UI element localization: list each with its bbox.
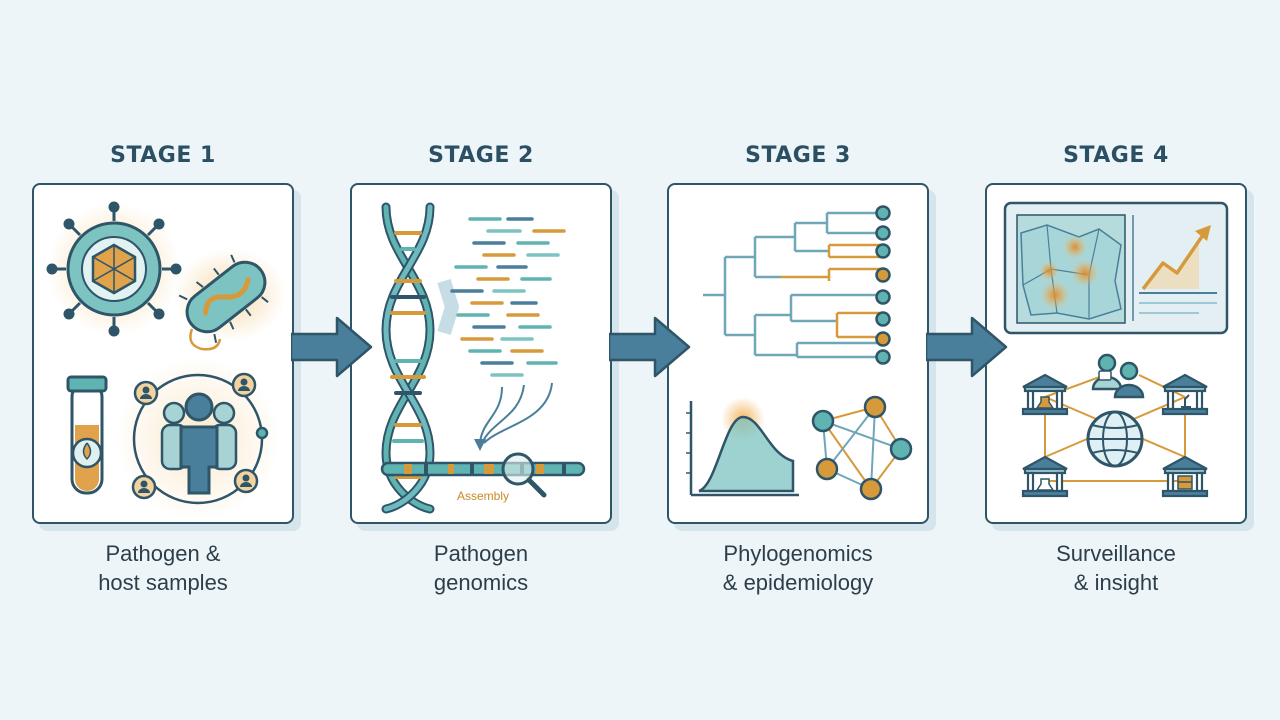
virus-icon (46, 201, 182, 337)
institution-icon (1161, 455, 1209, 498)
stage-1-caption: Pathogen & host samples (32, 539, 294, 597)
assembly-arrows-icon (474, 382, 553, 451)
phylogenetic-tree-icon (703, 211, 881, 359)
globe-icon (1086, 410, 1144, 468)
stage-4-caption-line2: & insight (1073, 570, 1159, 595)
genome-assembly-icon (380, 461, 586, 477)
stage-2-caption: Pathogen genomics (350, 539, 612, 597)
stage-2-caption-line1: Pathogen (433, 541, 529, 566)
population-icon (116, 357, 280, 521)
outbreak-map-icon (1016, 214, 1126, 324)
tree-tips (875, 205, 891, 365)
stage-4-panel (985, 183, 1247, 524)
magnifier-icon (501, 452, 547, 498)
institution-icon (1161, 373, 1209, 416)
stage-3-title: STAGE 3 (745, 143, 851, 168)
stage-2-panel: Assembly (350, 183, 612, 524)
stage-4-title: STAGE 4 (1063, 143, 1169, 168)
assembly-label: Assembly (456, 489, 509, 503)
flow-arrow-1 (291, 316, 373, 378)
sample-tube-icon (66, 375, 108, 495)
stage-3-caption-line1: Phylogenomics (723, 541, 873, 566)
institution-icon (1021, 373, 1069, 416)
flow-arrow-2 (609, 316, 691, 378)
trend-chart-icon (1139, 225, 1217, 314)
sequence-reads-icon (450, 217, 566, 377)
bacterium-icon (174, 249, 286, 351)
stage-3-panel (667, 183, 929, 524)
stage-1-caption-line1: Pathogen & (105, 541, 221, 566)
stage-4-caption: Surveillance & insight (985, 539, 1247, 597)
stage-1-caption-line2: host samples (98, 570, 228, 595)
stage-3-caption: Phylogenomics & epidemiology (667, 539, 929, 597)
stage-1-panel (32, 183, 294, 524)
stage-2-caption-line2: genomics (433, 570, 529, 595)
stage-1-title: STAGE 1 (110, 143, 216, 168)
epidemic-curve-icon (686, 397, 799, 497)
collaborators-icon (1091, 353, 1145, 399)
flow-arrow-3 (926, 316, 1008, 378)
stage-3-caption-line2: & epidemiology (722, 570, 874, 595)
institution-icon (1021, 455, 1069, 498)
dna-helix-icon (381, 202, 459, 514)
stage-2-title: STAGE 2 (428, 143, 534, 168)
transmission-network-icon (811, 395, 913, 501)
stage-4-caption-line1: Surveillance (1056, 541, 1176, 566)
